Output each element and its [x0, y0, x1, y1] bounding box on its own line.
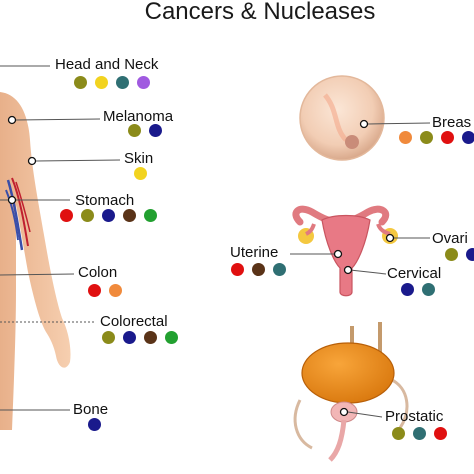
nuclease-dot-yellow — [95, 76, 108, 89]
dots-breast — [399, 131, 474, 144]
label-head-and-neck: Head and Neck — [55, 56, 159, 73]
nuclease-dot-navy — [149, 124, 162, 137]
nuclease-dot-navy — [88, 418, 101, 431]
nuclease-dot-green — [165, 331, 178, 344]
nuclease-dot-olive — [445, 248, 458, 261]
dots-colorectal — [102, 331, 178, 344]
nuclease-dot-navy — [401, 283, 414, 296]
nuclease-dot-teal — [273, 263, 286, 276]
nuclease-dot-red — [434, 427, 447, 440]
nuclease-dot-navy — [123, 331, 136, 344]
nuclease-dot-brown — [144, 331, 157, 344]
nuclease-dot-yellow — [134, 167, 147, 180]
nuclease-dot-navy — [102, 209, 115, 222]
nuclease-dot-green — [144, 209, 157, 222]
dots-ovarian — [445, 248, 474, 261]
dots-colon — [88, 284, 122, 297]
dots-head-and-neck — [74, 76, 150, 89]
nuclease-dot-red — [60, 209, 73, 222]
label-breast: Breas — [432, 114, 472, 131]
nuclease-dot-teal — [422, 283, 435, 296]
nuclease-dot-red — [88, 284, 101, 297]
uterus-illustration — [292, 205, 398, 297]
dots-uterine — [231, 263, 286, 276]
label-skin: Skin — [124, 150, 154, 167]
nuclease-dot-navy — [466, 248, 474, 261]
breast-illustration — [299, 75, 385, 161]
diagram-title: Cancers & Nucleases — [144, 0, 376, 25]
label-colon: Colon — [78, 264, 118, 281]
label-uterine: Uterine — [230, 244, 279, 261]
dots-prostatic — [392, 427, 447, 440]
label-stomach: Stomach — [75, 192, 135, 209]
nuclease-dot-red — [231, 263, 244, 276]
dots-melanoma — [128, 124, 162, 137]
label-colorectal: Colorectal — [100, 313, 168, 330]
human-body-figure — [0, 92, 71, 430]
label-melanoma: Melanoma — [103, 108, 174, 125]
dots-cervical — [401, 283, 435, 296]
nuclease-dot-olive — [420, 131, 433, 144]
label-ovarian: Ovari — [432, 230, 468, 247]
nuclease-dot-olive — [128, 124, 141, 137]
nuclease-dot-navy — [462, 131, 474, 144]
nuclease-dot-violet — [137, 76, 150, 89]
nuclease-dot-teal — [413, 427, 426, 440]
label-cervical: Cervical — [387, 265, 442, 282]
nuclease-dot-red — [441, 131, 454, 144]
nuclease-dot-orange — [399, 131, 412, 144]
nuclease-dot-brown — [252, 263, 265, 276]
dots-skin — [134, 167, 147, 180]
nuclease-dot-olive — [81, 209, 94, 222]
dots-stomach — [60, 209, 157, 222]
nuclease-dot-olive — [392, 427, 405, 440]
marker-points — [7, 115, 395, 417]
nuclease-dot-olive — [74, 76, 87, 89]
dots-bone — [88, 418, 101, 431]
leader-lines — [0, 65, 431, 418]
nuclease-dot-olive — [102, 331, 115, 344]
prostate-illustration — [293, 322, 409, 462]
nuclease-dot-teal — [116, 76, 129, 89]
label-bone: Bone — [73, 401, 109, 418]
nuclease-dot-brown — [123, 209, 136, 222]
nuclease-dot-orange — [109, 284, 122, 297]
label-prostatic: Prostatic — [385, 408, 444, 425]
